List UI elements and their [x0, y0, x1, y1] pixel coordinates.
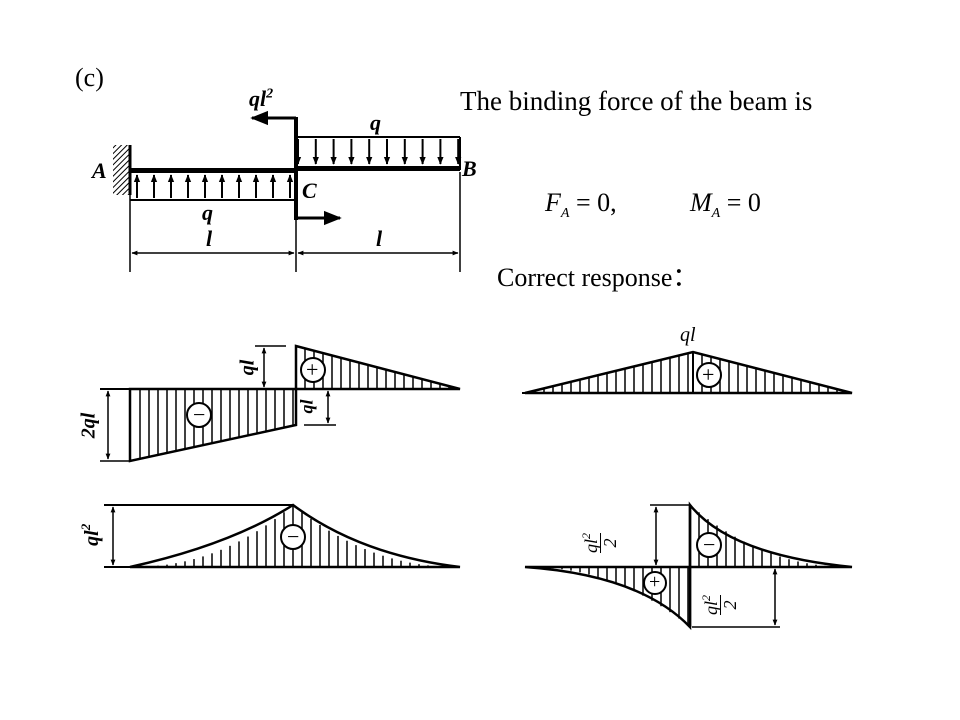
eq-ma-rhs: = 0: [726, 188, 761, 217]
moment-right-top-den: 2: [600, 532, 620, 554]
moment-right-sign-pos: +: [649, 571, 661, 593]
beam-diagram: [113, 110, 462, 272]
moment-left-dim-base: ql: [80, 530, 103, 546]
part-label: (c): [75, 63, 104, 92]
couple-label-exp: 2: [266, 86, 274, 102]
couple-label: ql2: [249, 86, 273, 112]
shear-dim-ql-low: ql: [296, 399, 317, 414]
moment-diagram-right: [524, 501, 853, 631]
moment-diagram-left: [104, 503, 461, 569]
distributed-load-down: [294, 139, 462, 165]
span-left-label: l: [206, 226, 213, 251]
eq-fa-sub: A: [560, 206, 570, 221]
beam-segment-ac: [130, 168, 296, 173]
span-right-label: l: [376, 226, 383, 251]
equation-ma: MA = 0: [690, 188, 761, 222]
shear-sign-neg: −: [193, 402, 206, 427]
moment-right-bot-num: ql: [701, 600, 722, 616]
distributed-load-up: [133, 174, 294, 198]
shear-right-peak: ql: [680, 324, 696, 346]
moment-right-top-num: ql: [581, 538, 602, 554]
shear-diagram-right: [522, 350, 853, 395]
eq-ma-sub: A: [711, 206, 721, 221]
point-a-label: A: [92, 158, 107, 183]
moment-right-bot-den: 2: [720, 594, 740, 616]
shear-diagram-left: [100, 344, 461, 463]
answer-label: Correct response：: [497, 263, 699, 292]
moment-left-dim: ql2: [78, 524, 104, 546]
moment-left-sign: −: [287, 524, 300, 549]
eq-fa-symbol: F: [545, 188, 561, 217]
moment-right-dim-top: ql2 2: [577, 532, 620, 554]
moment-left-dim-exp: 2: [78, 523, 94, 531]
shear-dim-2ql: 2ql: [77, 412, 100, 439]
heading: The binding force of the beam is: [460, 86, 813, 116]
beam-segment-cb: [296, 166, 460, 171]
moment-right-sign-neg: −: [703, 532, 716, 557]
fixed-support-wall: [113, 145, 130, 195]
moment-right-dim-bottom: ql2 2: [697, 594, 740, 616]
couple-label-base: ql: [249, 86, 267, 111]
moment-right-bot-exp: 2: [699, 594, 714, 601]
moment-right-top-exp: 2: [579, 532, 594, 539]
eq-fa-rhs: = 0,: [575, 188, 617, 217]
load-top-label: q: [370, 110, 381, 135]
shear-dim-ql-top: ql: [236, 359, 259, 376]
equation-fa: FA = 0,: [545, 188, 617, 222]
shear-sign-pos: +: [306, 357, 319, 382]
shear-right-sign: +: [702, 362, 715, 387]
load-bottom-label: q: [202, 200, 213, 225]
point-b-label: B: [462, 156, 477, 181]
eq-ma-symbol: M: [690, 188, 712, 217]
point-c-label: C: [302, 178, 317, 203]
